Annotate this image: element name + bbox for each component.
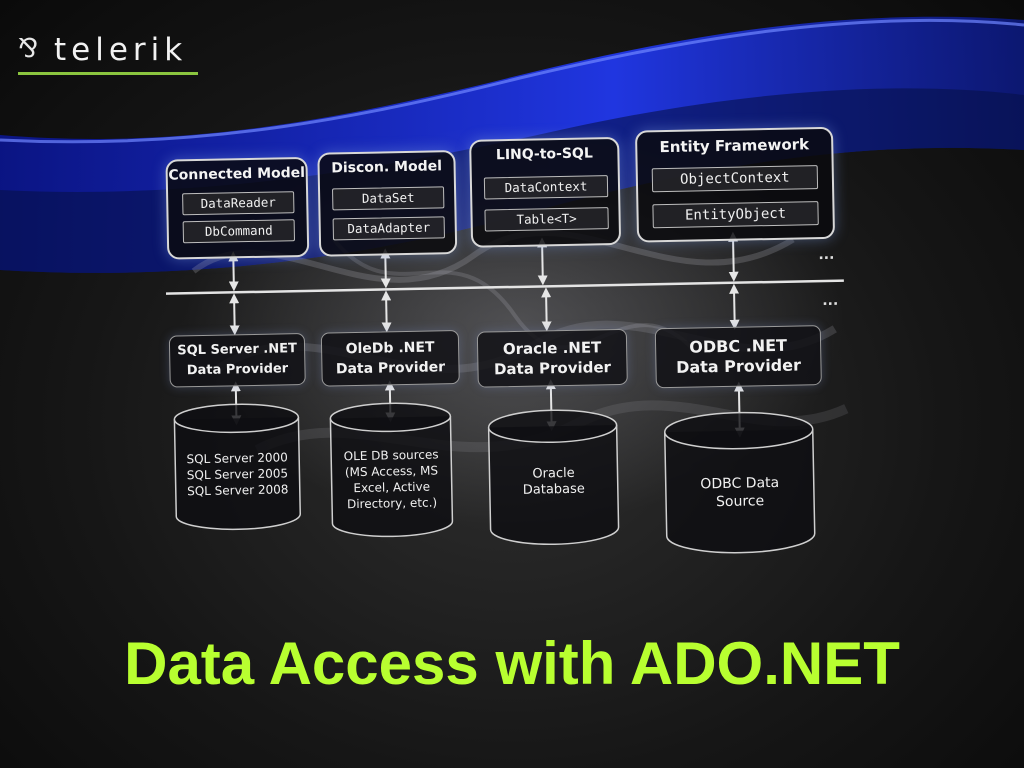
box-entity-framework: Entity Framework ObjectContext EntityObj…: [634, 126, 836, 243]
db-label-sql-server: SQL Server 2000 SQL Server 2005 SQL Serv…: [175, 449, 300, 499]
arrow-sql-provider: [229, 293, 240, 336]
db-cylinder-odbc: [663, 411, 816, 554]
provider-line1: SQL Server .NET: [177, 341, 298, 359]
connectors: [165, 231, 844, 554]
db-cylinder-oledb: [329, 402, 454, 538]
db-line: SQL Server 2008: [187, 482, 289, 499]
db-line: Directory, etc.): [346, 495, 438, 512]
provider-line1: Oracle .NET: [502, 338, 602, 359]
arrow-connected-top: [228, 251, 239, 292]
box-title: Discon. Model: [331, 158, 443, 177]
db-line: (MS Access, MS: [344, 463, 439, 480]
logo-underline: [18, 72, 198, 75]
provider-oracle: Oracle .NET Data Provider: [476, 328, 628, 388]
provider-oledb: OleDb .NET Data Provider: [320, 330, 460, 387]
db-label-oledb: OLE DB sources (MS Access, MS Excel, Act…: [331, 446, 452, 512]
item-datacontext: DataContext: [483, 175, 609, 200]
box-discon-model: Discon. Model DataSet DataAdapter: [317, 150, 458, 257]
telerik-wordmark: telerik: [54, 32, 188, 68]
item-dataset: DataSet: [332, 186, 445, 211]
db-line: Source: [715, 493, 765, 511]
db-line: Database: [522, 481, 585, 498]
arrow-oracle-provider: [541, 287, 552, 332]
telerik-logo: ⅋ telerik: [18, 28, 198, 80]
db-label-odbc: ODBC Data Source: [666, 473, 815, 512]
box-title: Entity Framework: [659, 135, 810, 157]
arrow-odbc-provider: [729, 283, 740, 330]
db-cylinder-oracle: [487, 409, 620, 546]
arrow-oledb-provider: [381, 290, 392, 333]
box-connected-model: Connected Model DataReader DbCommand: [165, 156, 310, 260]
provider-sql-server: SQL Server .NET Data Provider: [168, 332, 306, 388]
slide-title: Data Access with ADO.NET: [124, 630, 900, 697]
provider-line1: OleDb .NET: [345, 339, 435, 358]
item-entityobject: EntityObject: [652, 201, 819, 229]
provider-line2: Data Provider: [675, 355, 802, 377]
item-table-t: Table<T>: [484, 207, 609, 232]
arrow-discon-top: [380, 248, 391, 289]
telerik-mark-icon: ⅋: [18, 34, 39, 64]
ado-net-architecture-diagram: Connected Model DataReader DbCommand Dis…: [151, 108, 875, 577]
provider-line2: Data Provider: [335, 359, 446, 378]
item-dbcommand: DbCommand: [182, 219, 296, 244]
provider-odbc: ODBC .NET Data Provider: [654, 325, 822, 389]
box-title: LINQ-to-SQL: [495, 145, 593, 164]
provider-line2: Data Provider: [493, 358, 612, 379]
db-label-oracle: Oracle Database: [489, 465, 618, 499]
arrow-ef-top: [728, 231, 739, 282]
provider-line2: Data Provider: [186, 361, 289, 379]
ellipsis-bottom: ...: [822, 292, 839, 310]
ellipsis-top: ...: [818, 246, 835, 264]
item-datareader: DataReader: [182, 191, 295, 216]
item-objectcontext: ObjectContext: [651, 165, 819, 193]
box-title: Connected Model: [168, 164, 306, 184]
arrow-linq-top: [537, 237, 548, 286]
db-cylinder-sql: [173, 403, 302, 531]
box-linq-to-sql: LINQ-to-SQL DataContext Table<T>: [469, 136, 622, 248]
item-dataadapter: DataAdapter: [332, 216, 445, 241]
separator-line: [165, 279, 844, 295]
